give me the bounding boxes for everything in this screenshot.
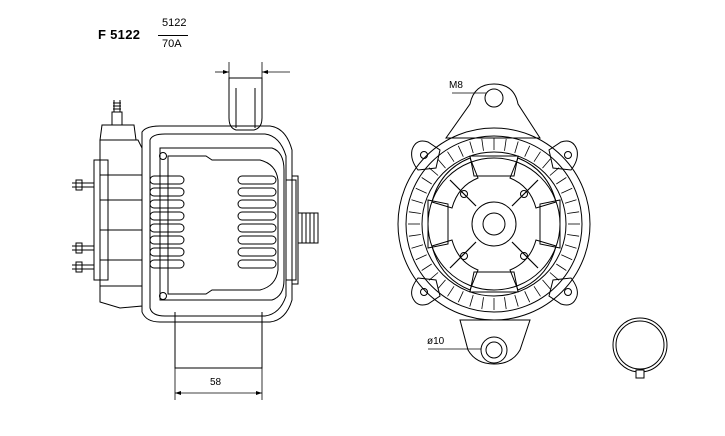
cooling-fin xyxy=(481,138,484,151)
cooling-fin xyxy=(428,167,439,176)
cooling-fin xyxy=(411,244,424,249)
bottom-mount-foot xyxy=(174,322,263,369)
cooling-fin xyxy=(437,279,446,290)
hub-inner xyxy=(482,212,506,236)
rear-housing xyxy=(99,139,143,309)
cooling-fin xyxy=(542,158,551,169)
clip-view xyxy=(612,317,668,379)
cooling-fin xyxy=(421,263,432,271)
cooling-fin xyxy=(524,145,531,157)
cooling-fin xyxy=(533,151,541,162)
cooling-fin xyxy=(415,254,427,261)
spec-number-label: 5122 xyxy=(162,17,187,29)
cooling-fin xyxy=(549,167,560,176)
cooling-fin xyxy=(421,177,432,185)
cooling-fin xyxy=(561,254,573,261)
cooling-fin xyxy=(504,297,507,310)
cooling-fin xyxy=(549,272,560,281)
cooling-fin xyxy=(524,291,531,303)
shaft xyxy=(297,212,319,244)
cooling-fin xyxy=(408,211,421,214)
vent-slots-right xyxy=(237,175,277,269)
cooling-fin xyxy=(533,286,541,297)
cooling-fin xyxy=(556,263,567,271)
front-view xyxy=(397,83,591,365)
top-ear xyxy=(445,83,541,139)
fraction-line xyxy=(158,35,188,36)
hole-diameter-label: ø10 xyxy=(427,336,445,347)
cooling-fin xyxy=(469,294,474,307)
terminal-stud-top xyxy=(99,124,137,141)
spoke-windows xyxy=(427,155,561,293)
cooling-fin xyxy=(561,187,573,194)
thread-dimension-label: M8 xyxy=(449,80,463,91)
cooling-fin xyxy=(457,291,464,303)
amperage-rating-label: 70A xyxy=(162,38,182,50)
cooling-fin xyxy=(481,297,484,310)
cooling-fin xyxy=(564,244,577,249)
hub-outer xyxy=(471,201,517,247)
cooling-fin xyxy=(556,177,567,185)
cooling-fins xyxy=(408,138,580,310)
main-body xyxy=(141,125,293,323)
cooling-fin xyxy=(457,145,464,157)
cooling-fin xyxy=(514,141,519,154)
cooling-fin xyxy=(408,234,421,237)
left-studs xyxy=(72,179,94,273)
cooling-fin xyxy=(437,158,446,169)
cooling-fin xyxy=(542,279,551,290)
cooling-fin xyxy=(447,151,455,162)
top-mount-ear xyxy=(228,77,263,131)
bottom-ear xyxy=(459,319,531,365)
cooling-fin xyxy=(564,199,577,204)
vent-slots-left xyxy=(149,175,185,269)
side-view xyxy=(72,62,319,400)
cooling-fin xyxy=(567,234,580,237)
cooling-fin xyxy=(447,286,455,297)
cooling-fin xyxy=(428,272,439,281)
cooling-fin xyxy=(411,199,424,204)
width-dimension-label: 58 xyxy=(210,377,222,388)
cooling-fin xyxy=(567,211,580,214)
cooling-fin xyxy=(469,141,474,154)
cooling-fin xyxy=(415,187,427,194)
part-number-label: F 5122 xyxy=(98,27,141,42)
cooling-fin xyxy=(514,294,519,307)
cooling-fin xyxy=(504,138,507,151)
